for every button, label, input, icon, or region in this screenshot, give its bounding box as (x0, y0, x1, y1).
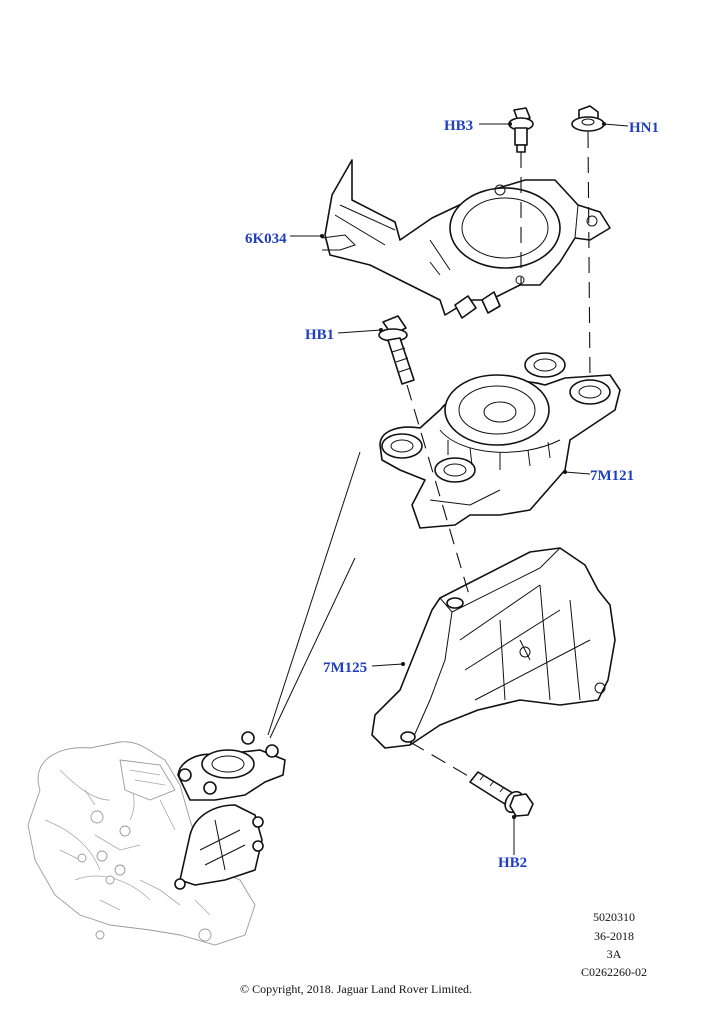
callout-hb2: HB2 (498, 855, 527, 871)
alignment-lines (406, 131, 591, 781)
reference-line-4: C0262260-02 (581, 965, 647, 979)
transmission-assembly-illustration (27, 731, 286, 946)
callout-hn1: HN1 (629, 120, 659, 136)
copyright-notice: © Copyright, 2018. Jaguar Land Rover Lim… (239, 982, 473, 996)
bolt-hb1 (378, 315, 415, 385)
reference-line-1: 5020310 (593, 910, 635, 924)
view-line-left (267, 451, 361, 736)
callout-7m121: 7M121 (590, 468, 634, 484)
leader-lines (290, 122, 629, 855)
reference-line-2: 36-2018 (594, 929, 634, 943)
engine-mount-7m121 (379, 352, 621, 529)
bracket-7m125 (371, 547, 616, 749)
view-line-right (269, 557, 356, 739)
callout-hb3: HB3 (444, 118, 473, 134)
callout-6k034: 6K034 (245, 231, 287, 247)
bracket-6k034 (321, 159, 611, 319)
reference-line-3: 3A (607, 947, 622, 961)
bolt-hb3 (508, 107, 534, 153)
bolt-hb2 (469, 771, 534, 817)
callout-7m125: 7M125 (323, 660, 367, 676)
callout-hb1: HB1 (305, 327, 334, 343)
reference-block: 5020310 36-2018 3A C0262260-02 (581, 910, 647, 979)
nut-hn1 (571, 105, 605, 132)
